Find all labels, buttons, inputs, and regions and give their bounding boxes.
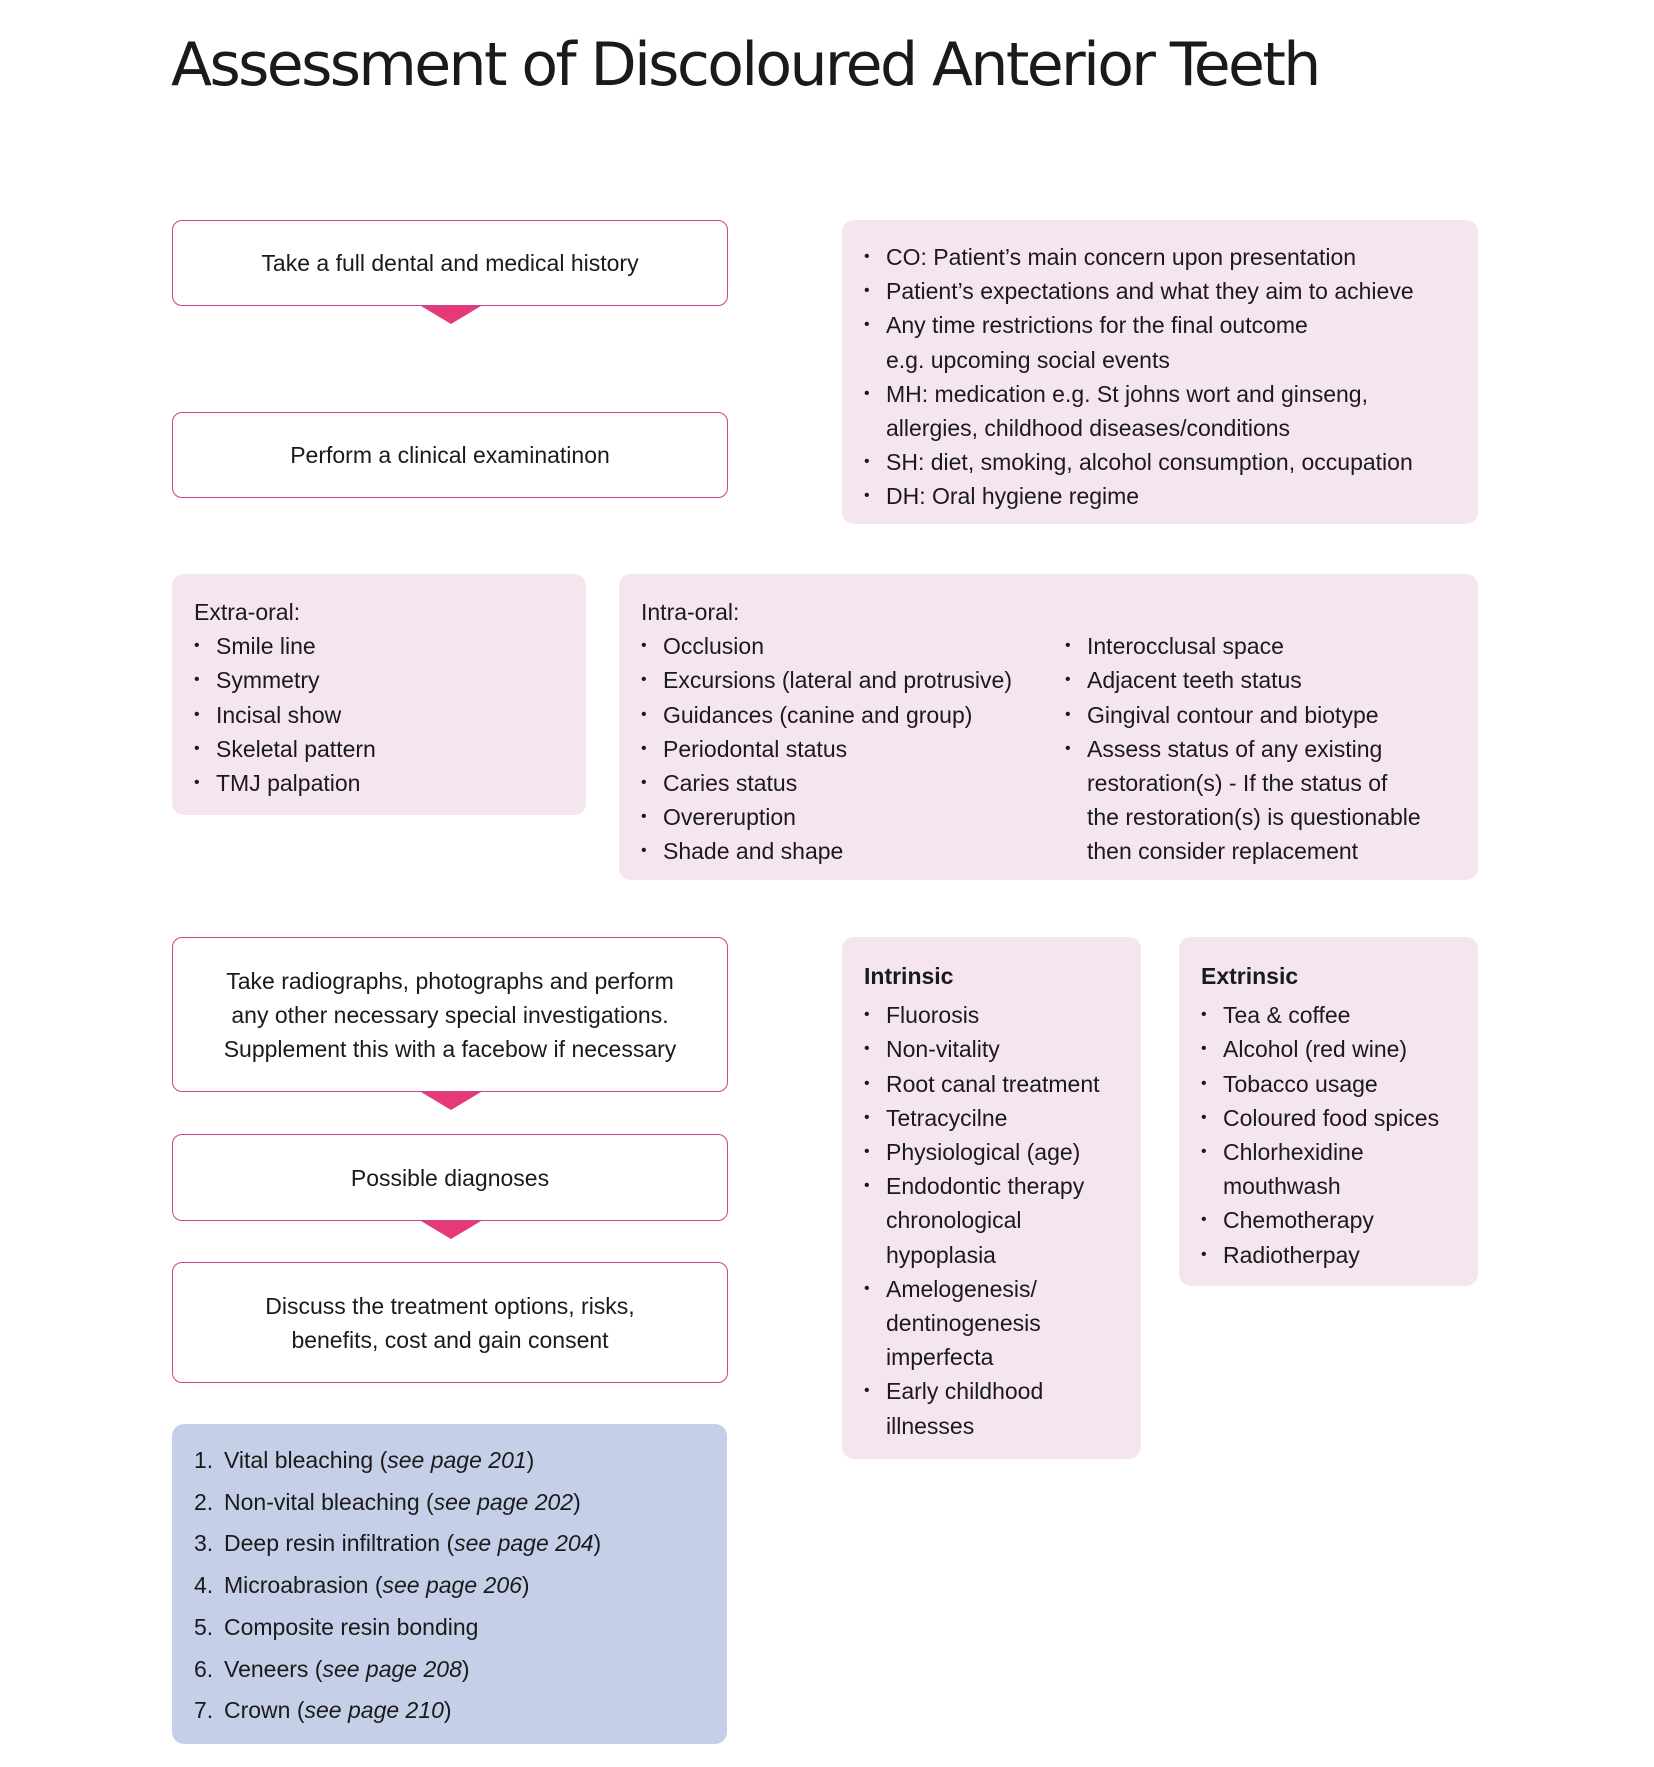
list-item: Occlusion [641, 629, 1065, 663]
list-item: Caries status [641, 766, 1065, 800]
list-item: Non-vitality [864, 1032, 1119, 1066]
list-item: Tea & coffee [1201, 998, 1456, 1032]
treatment-option: 2.Non-vital bleaching (see page 202) [194, 1488, 581, 1515]
flow-diagnoses-text: Possible diagnoses [350, 1164, 550, 1191]
list-item: Tobacco usage [1201, 1067, 1456, 1101]
list-item: Coloured food spices [1201, 1101, 1456, 1135]
list-item: Physiological (age) [864, 1135, 1119, 1169]
intra-oral-heading: Intra-oral: [641, 599, 740, 625]
list-item: SH: diet, smoking, alcohol consumption, … [864, 445, 1456, 479]
treatment-option: 4.Microabrasion (see page 206) [194, 1572, 530, 1599]
treatment-options-list: 1.Vital bleaching (see page 201) 2.Non-v… [194, 1440, 705, 1732]
list-item: Alcohol (red wine) [1201, 1032, 1456, 1066]
treatment-option: 1.Vital bleaching (see page 201) [194, 1447, 535, 1473]
extrinsic-heading: Extrinsic [1201, 963, 1299, 989]
list-item: Overeruption [641, 800, 1065, 834]
flow-exam-text: Perform a clinical examinatinon [290, 442, 610, 468]
history-details-box: CO: Patient’s main concern upon presenta… [842, 220, 1478, 524]
flow-radiographs-line: any other necessary special investigatio… [231, 1001, 669, 1028]
intrinsic-box: Intrinsic Fluorosis Non-vitality Root ca… [842, 937, 1141, 1459]
intra-oral-list-right: Interocclusal space Adjacent teeth statu… [1065, 629, 1421, 868]
treatment-option: 6.Veneers (see page 208) [194, 1655, 470, 1682]
extra-oral-box: Extra-oral: Smile line Symmetry Incisal … [172, 574, 586, 815]
list-item: DH: Oral hygiene regime [864, 479, 1456, 513]
list-item: Radiotherpay [1201, 1238, 1456, 1272]
list-item: Guidances (canine and group) [641, 698, 1065, 732]
flow-discuss-line: benefits, cost and gain consent [291, 1326, 609, 1353]
intra-oral-box: Intra-oral: Occlusion Excursions (latera… [619, 574, 1478, 880]
list-item: Endodontic therapychronologicalhypoplasi… [864, 1169, 1119, 1272]
flow-box-radiographs: Take radiographs, photographs and perfor… [172, 937, 728, 1092]
list-item: Assess status of any existingrestoration… [1065, 732, 1421, 869]
history-details-list: CO: Patient’s main concern upon presenta… [864, 240, 1456, 514]
extrinsic-box: Extrinsic Tea & coffee Alcohol (red wine… [1179, 937, 1478, 1286]
list-item: Patient’s expectations and what they aim… [864, 274, 1456, 308]
list-item: Chemotherapy [1201, 1203, 1456, 1237]
list-item: MH: medication e.g. St johns wort and gi… [864, 377, 1456, 445]
list-item: Any time restrictions for the final outc… [864, 308, 1456, 376]
treatment-option: 3.Deep resin infiltration (see page 204) [194, 1530, 602, 1557]
intrinsic-heading: Intrinsic [864, 963, 954, 989]
list-item: Fluorosis [864, 998, 1119, 1032]
list-item: Symmetry [194, 663, 564, 697]
flow-arrow-3 [421, 1221, 481, 1239]
list-item: Adjacent teeth status [1065, 663, 1421, 697]
flow-radiographs-line: Supplement this with a facebow if necess… [223, 1035, 677, 1062]
flow-box-diagnoses: Possible diagnoses [172, 1134, 728, 1221]
treatment-option: 5.Composite resin bonding [194, 1613, 479, 1640]
treatment-options-box: 1.Vital bleaching (see page 201) 2.Non-v… [172, 1424, 727, 1744]
list-item: Smile line [194, 629, 564, 663]
flow-history-text: Take a full dental and medical history [261, 250, 639, 276]
list-item: Shade and shape [641, 834, 1065, 868]
extra-oral-heading: Extra-oral: [194, 599, 301, 625]
list-item: Incisal show [194, 698, 564, 732]
list-item: Root canal treatment [864, 1067, 1119, 1101]
treatment-option: 7.Crown (see page 210) [194, 1697, 452, 1724]
list-item: Periodontal status [641, 732, 1065, 766]
extrinsic-list: Tea & coffee Alcohol (red wine) Tobacco … [1201, 998, 1456, 1272]
flow-box-history: Take a full dental and medical history [172, 220, 728, 306]
list-item: Gingival contour and biotype [1065, 698, 1421, 732]
extra-oral-list: Smile line Symmetry Incisal show Skeleta… [194, 629, 564, 800]
list-item: Tetracycilne [864, 1101, 1119, 1135]
list-item: Skeletal pattern [194, 732, 564, 766]
list-item: CO: Patient’s main concern upon presenta… [864, 240, 1456, 274]
flow-arrow-2 [421, 1092, 481, 1110]
flow-box-discuss: Discuss the treatment options, risks, be… [172, 1262, 728, 1383]
flow-box-exam: Perform a clinical examinatinon [172, 412, 728, 498]
list-item: Interocclusal space [1065, 629, 1421, 663]
list-item: TMJ palpation [194, 766, 564, 800]
flow-radiographs-line: Take radiographs, photographs and perfor… [226, 967, 674, 994]
intra-oral-list-left: Occlusion Excursions (lateral and protru… [641, 629, 1065, 869]
flow-arrow-1 [421, 306, 481, 324]
page-title: Assessment of Discoloured Anterior Teeth [171, 30, 1321, 100]
list-item: Excursions (lateral and protrusive) [641, 663, 1065, 697]
flow-discuss-line: Discuss the treatment options, risks, [265, 1292, 635, 1319]
intrinsic-list: Fluorosis Non-vitality Root canal treatm… [864, 998, 1119, 1443]
